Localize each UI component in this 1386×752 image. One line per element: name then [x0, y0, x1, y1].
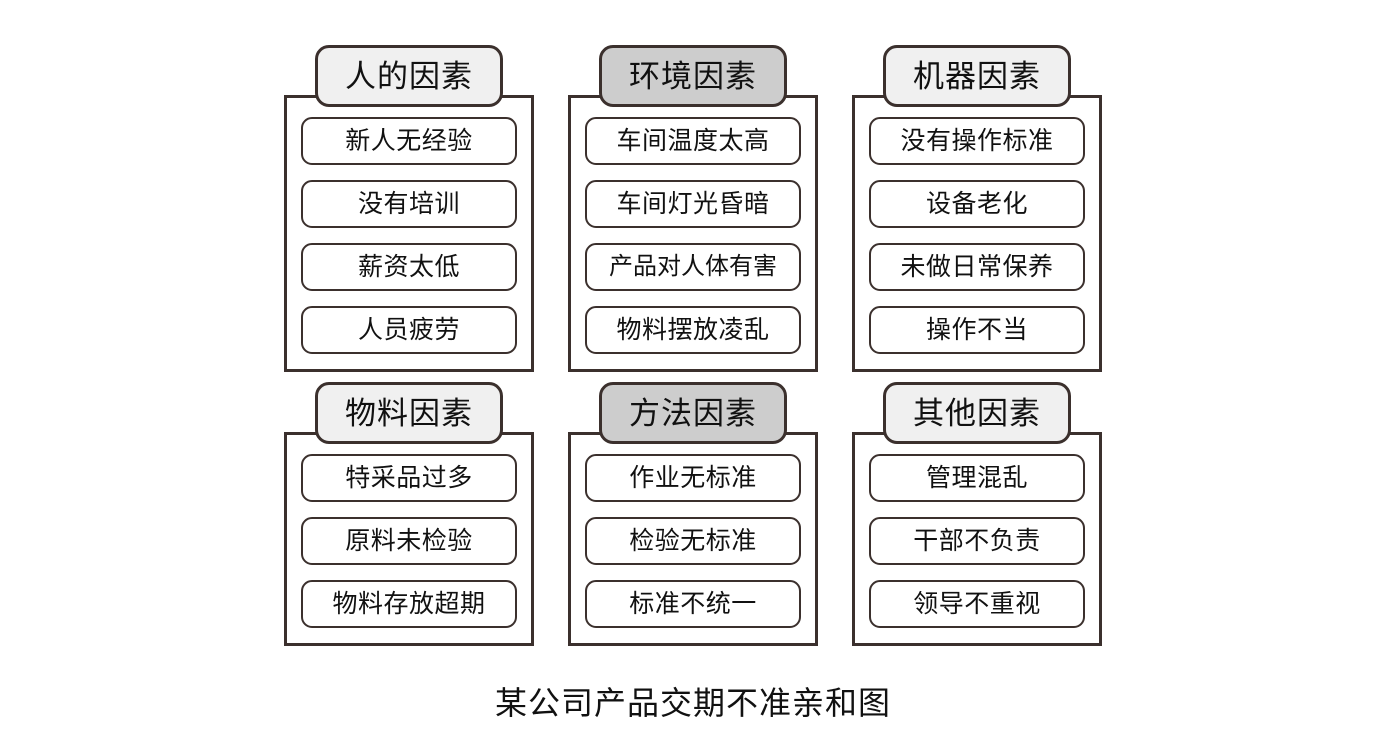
group-header[interactable]: 环境因素: [599, 45, 787, 107]
factor-item[interactable]: 管理混乱: [869, 454, 1085, 502]
factor-item[interactable]: 物料存放超期: [301, 580, 517, 628]
factor-item[interactable]: 领导不重视: [869, 580, 1085, 628]
group-header[interactable]: 方法因素: [599, 382, 787, 444]
factor-item[interactable]: 薪资太低: [301, 243, 517, 291]
factor-item[interactable]: 检验无标准: [585, 517, 801, 565]
factor-group: 环境因素车间温度太高车间灯光昏暗产品对人体有害物料摆放凌乱: [568, 45, 818, 372]
group-item-list: 特采品过多原料未检验物料存放超期: [284, 432, 534, 646]
group-item-list: 新人无经验没有培训薪资太低人员疲劳: [284, 95, 534, 372]
group-item-list: 车间温度太高车间灯光昏暗产品对人体有害物料摆放凌乱: [568, 95, 818, 372]
group-item-list: 管理混乱干部不负责领导不重视: [852, 432, 1102, 646]
group-grid: 人的因素新人无经验没有培训薪资太低人员疲劳环境因素车间温度太高车间灯光昏暗产品对…: [284, 45, 1103, 646]
group-header[interactable]: 人的因素: [315, 45, 503, 107]
factor-group: 其他因素管理混乱干部不负责领导不重视: [852, 382, 1102, 646]
factor-item[interactable]: 标准不统一: [585, 580, 801, 628]
factor-group: 机器因素没有操作标准设备老化未做日常保养操作不当: [852, 45, 1102, 372]
factor-item[interactable]: 产品对人体有害: [585, 243, 801, 291]
diagram-caption: 某公司产品交期不准亲和图: [494, 685, 891, 721]
group-header[interactable]: 机器因素: [883, 45, 1071, 107]
factor-item[interactable]: 设备老化: [869, 180, 1085, 228]
factor-item[interactable]: 没有培训: [301, 180, 517, 228]
factor-group: 物料因素特采品过多原料未检验物料存放超期: [284, 382, 534, 646]
factor-item[interactable]: 物料摆放凌乱: [585, 306, 801, 354]
group-item-list: 作业无标准检验无标准标准不统一: [568, 432, 818, 646]
factor-item[interactable]: 原料未检验: [301, 517, 517, 565]
group-header[interactable]: 其他因素: [883, 382, 1071, 444]
factor-item[interactable]: 没有操作标准: [869, 117, 1085, 165]
factor-item[interactable]: 车间灯光昏暗: [585, 180, 801, 228]
factor-item[interactable]: 车间温度太高: [585, 117, 801, 165]
factor-item[interactable]: 人员疲劳: [301, 306, 517, 354]
factor-item[interactable]: 作业无标准: [585, 454, 801, 502]
group-item-list: 没有操作标准设备老化未做日常保养操作不当: [852, 95, 1102, 372]
factor-item[interactable]: 新人无经验: [301, 117, 517, 165]
factor-item[interactable]: 未做日常保养: [869, 243, 1085, 291]
factor-group: 人的因素新人无经验没有培训薪资太低人员疲劳: [284, 45, 534, 372]
group-header[interactable]: 物料因素: [315, 382, 503, 444]
factor-item[interactable]: 干部不负责: [869, 517, 1085, 565]
factor-item[interactable]: 特采品过多: [301, 454, 517, 502]
factor-group: 方法因素作业无标准检验无标准标准不统一: [568, 382, 818, 646]
factor-item[interactable]: 操作不当: [869, 306, 1085, 354]
